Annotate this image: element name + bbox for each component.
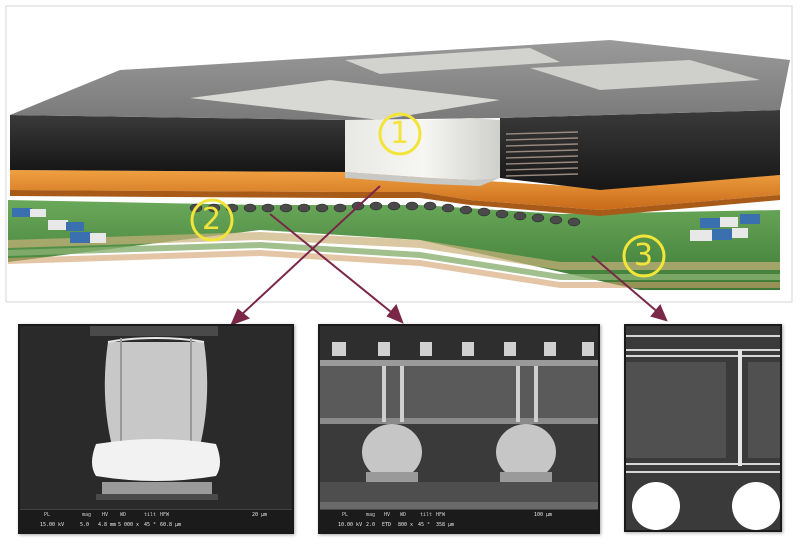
info-label: WD [120, 512, 127, 518]
info-value: 60.8 µm [160, 522, 182, 528]
callout-2 [190, 198, 234, 242]
info-label: mag [366, 512, 376, 518]
info-label: HV [102, 512, 109, 518]
bga-solder-balls [189, 201, 581, 227]
info-label: HFW [436, 512, 446, 518]
info-label: PL [342, 512, 349, 518]
info-value: 358 µm [436, 522, 455, 528]
callout-3 [622, 234, 666, 278]
info-label: PL [44, 512, 51, 518]
callout-2-number: 2 [202, 202, 222, 237]
info-value: 15.00 kV [40, 522, 65, 528]
die-block-left [10, 115, 345, 172]
info-value: 5.0 [80, 522, 90, 528]
info-label: tilt [420, 512, 433, 518]
sem-infobar-2: PL mag HV WD tilt HFW 10.00 kV 2.0 ETD 8… [320, 509, 598, 532]
sem-image-2 [320, 326, 598, 510]
info-value: 4.8 mm [98, 522, 117, 528]
info-label: mag [82, 512, 92, 518]
callout-1 [378, 112, 422, 156]
info-label: WD [400, 512, 407, 518]
sem-panel-3 [624, 324, 782, 532]
callout-3-number: 3 [634, 238, 654, 273]
info-value: 45 ° [418, 522, 431, 528]
info-value: 45 ° [144, 522, 157, 528]
info-value: 5 000 x [118, 522, 140, 528]
interposer-layer [10, 170, 780, 216]
pcb-board [8, 200, 780, 290]
die-block-right [500, 110, 780, 190]
sem-panel-2: PL mag HV WD tilt HFW 10.00 kV 2.0 ETD 8… [318, 324, 600, 534]
sem-panel-1: PL mag HV WD tilt HFW 15.00 kV 5.0 4.8 m… [18, 324, 294, 534]
callout-1-number: 1 [390, 116, 410, 151]
info-value: 10.00 kV [338, 522, 363, 528]
sem-image-1 [20, 326, 292, 510]
info-value: 800 x [398, 522, 414, 528]
lid-top [10, 40, 790, 120]
info-label: HV [384, 512, 391, 518]
scale-bar-label: 100 µm [534, 512, 553, 518]
arrows [230, 185, 668, 326]
sem-image-3 [626, 326, 780, 530]
scale-bar-label: 20 µm [252, 512, 268, 518]
passive-components [12, 208, 760, 243]
info-value: ETD [382, 522, 392, 528]
cutaway-face [345, 118, 500, 186]
info-label: tilt [144, 512, 157, 518]
info-label: HFW [160, 512, 170, 518]
sem-infobar-1: PL mag HV WD tilt HFW 15.00 kV 5.0 4.8 m… [20, 509, 292, 532]
info-value: 2.0 [366, 522, 376, 528]
